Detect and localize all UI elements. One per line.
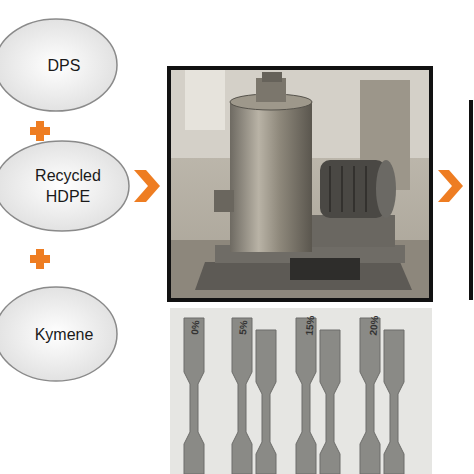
chevron-arrow xyxy=(134,170,160,202)
input-ellipse: DPS xyxy=(0,18,118,112)
node-text: Recycled HDPE xyxy=(3,165,133,207)
specimen-label: 15% xyxy=(303,315,316,336)
input-ellipse: Recycled HDPE xyxy=(0,140,130,232)
ellipse-outline xyxy=(0,140,130,232)
node-text: Kymene xyxy=(23,324,106,345)
specimen-label: 0% xyxy=(189,320,201,335)
cut-frame-edge xyxy=(469,100,473,300)
specimen-label: 5% xyxy=(237,320,249,335)
node-text: DPS xyxy=(36,55,93,76)
chevron-arrow xyxy=(438,170,463,202)
specimen-photo xyxy=(170,308,432,474)
input-ellipse: Kymene xyxy=(0,286,118,382)
specimen-label: 20% xyxy=(367,315,380,336)
machine-photo xyxy=(169,68,431,300)
